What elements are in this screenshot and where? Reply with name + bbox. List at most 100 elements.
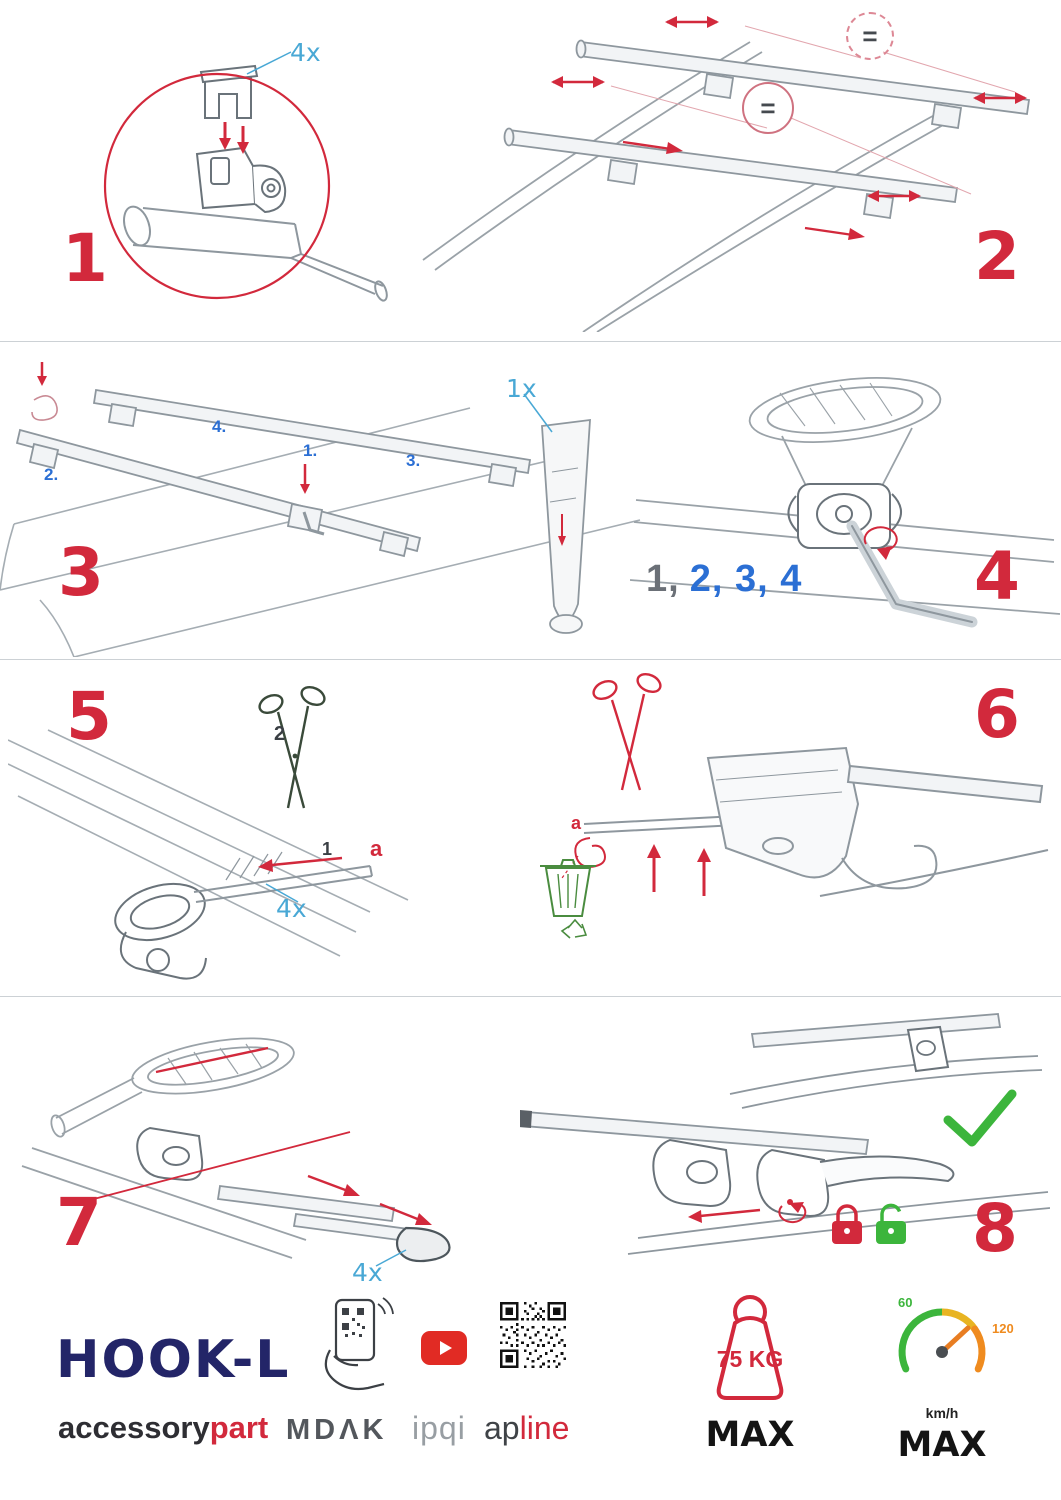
measure-arrow (258, 856, 343, 872)
qty-leader-line (265, 883, 299, 903)
scissors-icon (592, 672, 662, 791)
step-1-number: 1 (62, 220, 108, 297)
clamp-drawing (787, 483, 902, 549)
step-5-cut-label: 2 (274, 723, 286, 745)
strip-arrow (31, 362, 58, 421)
crossbars-drawing (503, 39, 1031, 220)
speed-max-label: MAX (897, 1425, 987, 1465)
step-2-number: 2 (974, 218, 1020, 295)
weight-icon (716, 1295, 784, 1400)
step-2-illustration (422, 16, 1031, 332)
weight-limit-value: 75 KG (716, 1346, 784, 1372)
equal-sign: = (760, 92, 776, 123)
insert-arrows (307, 1174, 432, 1225)
crossbars-drawing (15, 388, 532, 558)
speed-low-label: 60 (898, 1295, 913, 1310)
recycle-icon (560, 918, 588, 939)
roof-drawing (0, 407, 641, 657)
insert-arrows (219, 122, 249, 154)
sequence-step-done: 1, (646, 558, 680, 600)
logo-apline: apline (484, 1412, 569, 1444)
phone-qr-icon (324, 1297, 394, 1391)
discard-leader-line (561, 855, 579, 879)
section-divider (0, 659, 1061, 660)
leg-insert-arrow (558, 514, 566, 546)
equal-leader-lines (610, 25, 1016, 195)
qty-leader-line (375, 1249, 407, 1267)
step-3-sub-label-3: 3. (406, 451, 421, 470)
step-4-number: 4 (974, 538, 1020, 615)
checkmark-icon (943, 1089, 1017, 1147)
mounted-bar-drawing (729, 1013, 1043, 1109)
trash-icon (540, 859, 596, 917)
step-4-sequence: 1,2, 3, 4 (646, 560, 802, 598)
rotate-arrow (863, 526, 898, 560)
step-4-illustration (630, 377, 1060, 628)
step-3-illustration (0, 362, 641, 657)
step-3-number: 3 (58, 534, 104, 611)
logo-apline-prefix: ap (484, 1410, 520, 1446)
product-name: HOOK-L (56, 1330, 291, 1390)
step-5-strip-label: 1 (322, 839, 333, 859)
brand-accent: part (209, 1410, 269, 1445)
equal-badge: = (742, 82, 794, 134)
speed-high-label: 120 (992, 1321, 1014, 1336)
clamp-drawing (136, 1126, 204, 1182)
key-arrow (300, 464, 310, 494)
clamp-drawing (195, 146, 287, 214)
spacing-arrows (551, 16, 1027, 240)
step-7-number: 7 (56, 1184, 102, 1261)
step-7-quantity: 4x (352, 1258, 383, 1287)
cover-strips-drawing (216, 1184, 418, 1244)
logo-ipqi: ipqi (412, 1410, 466, 1446)
brand-logo: accessorypart (58, 1412, 268, 1443)
support-leg-part (541, 418, 591, 634)
step-3-sub-label-2: 2. (44, 465, 59, 484)
end-cap-part (395, 1226, 451, 1263)
clamp-drawing (652, 1138, 955, 1218)
step-5-dimension-label: a (370, 836, 383, 861)
logo-apline-accent: line (519, 1410, 570, 1446)
bracket-drawing (706, 746, 1049, 897)
step-5-quantity: 4x (276, 894, 307, 923)
equal-sign: = (862, 20, 878, 51)
step-6-number: 6 (974, 676, 1020, 753)
qty-leader-line (523, 393, 553, 433)
sequence-steps-remaining: 2, 3, 4 (689, 558, 803, 600)
equal-badge: = (846, 12, 894, 60)
clamp-drawing (114, 882, 207, 980)
section-divider (0, 996, 1061, 997)
push-up-arrows (647, 844, 711, 896)
logo-mdak: MDΛK (286, 1414, 388, 1446)
step-5-illustration (8, 685, 409, 980)
step-7-illustration (21, 1037, 451, 1267)
allen-key-drawing (846, 520, 978, 628)
rotate-arrow (778, 1199, 807, 1224)
step-3-sub-label-4: 4. (212, 417, 227, 436)
section-divider (0, 341, 1061, 342)
qty-leader-line (246, 51, 292, 75)
bar-end-drawing (21, 1037, 307, 1259)
rubber-strip-drawing (193, 851, 373, 903)
step-6-dimension-label: a (571, 813, 582, 833)
padlock-locked-icon (832, 1204, 862, 1244)
step-6-illustration (540, 672, 1049, 939)
qr-code (500, 1302, 566, 1368)
step-3-quantity: 1x (506, 374, 537, 403)
roof-edge-drawing (8, 729, 409, 957)
weight-max-label: MAX (705, 1415, 795, 1455)
step-5-number: 5 (66, 678, 112, 755)
scissors-icon (258, 685, 326, 809)
step-8-number: 8 (972, 1190, 1018, 1267)
speedometer-icon (898, 1308, 986, 1373)
step-8-illustration (520, 1013, 1050, 1255)
step-1-quantity: 4x (290, 38, 321, 67)
youtube-icon (421, 1331, 467, 1365)
strip-guide-lines (89, 1046, 351, 1201)
padlock-unlocked-icon (876, 1203, 906, 1244)
cutoff-curl-drawing (574, 837, 606, 868)
slide-arrow (688, 1208, 761, 1223)
step-1-illustration (103, 51, 388, 302)
speed-unit-label: km/h (925, 1405, 959, 1421)
